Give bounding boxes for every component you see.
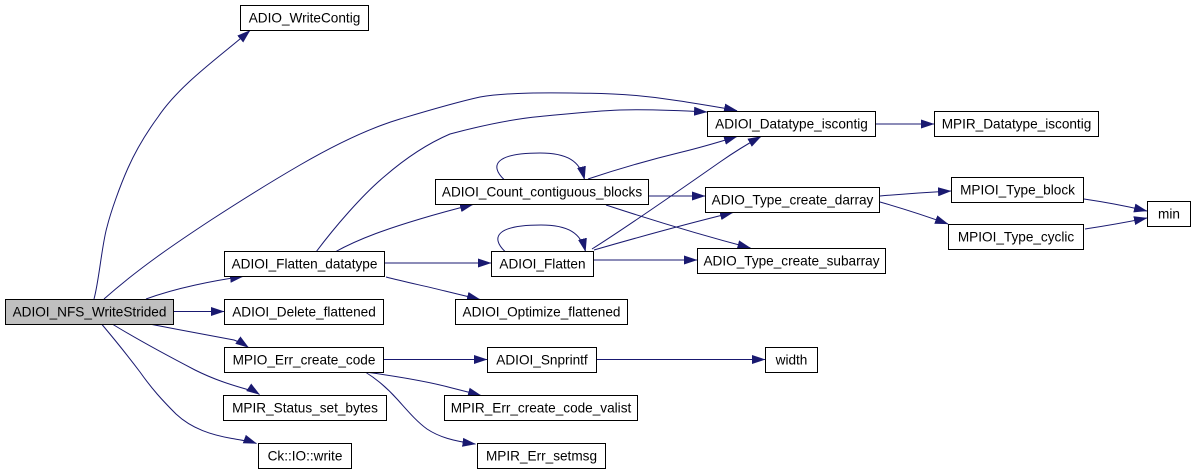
svg-text:ADIOI_Snprintf: ADIOI_Snprintf xyxy=(496,353,588,368)
svg-text:MPIOI_Type_block: MPIOI_Type_block xyxy=(960,183,1075,198)
svg-text:MPIR_Status_set_bytes: MPIR_Status_set_bytes xyxy=(232,401,378,416)
svg-text:ADIO_WriteContig: ADIO_WriteContig xyxy=(249,11,361,26)
svg-text:ADIOI_Optimize_flattened: ADIOI_Optimize_flattened xyxy=(463,305,621,320)
svg-text:ADIOI_NFS_WriteStrided: ADIOI_NFS_WriteStrided xyxy=(13,305,167,320)
svg-text:MPIR_Datatype_iscontig: MPIR_Datatype_iscontig xyxy=(942,117,1092,132)
svg-text:MPIR_Err_setmsg: MPIR_Err_setmsg xyxy=(486,449,597,464)
svg-text:ADIOI_Datatype_iscontig: ADIOI_Datatype_iscontig xyxy=(715,117,868,132)
svg-text:ADIOI_Flatten: ADIOI_Flatten xyxy=(499,257,585,272)
svg-text:MPIO_Err_create_code: MPIO_Err_create_code xyxy=(233,353,376,368)
svg-text:MPIOI_Type_cyclic: MPIOI_Type_cyclic xyxy=(958,230,1075,245)
svg-text:Ck::IO::write: Ck::IO::write xyxy=(268,449,343,464)
svg-text:MPIR_Err_create_code_valist: MPIR_Err_create_code_valist xyxy=(451,401,632,416)
svg-text:min: min xyxy=(1158,207,1180,222)
svg-text:ADIOI_Flatten_datatype: ADIOI_Flatten_datatype xyxy=(232,257,378,272)
svg-text:ADIO_Type_create_darray: ADIO_Type_create_darray xyxy=(712,193,874,208)
svg-text:width: width xyxy=(775,353,808,368)
svg-text:ADIO_Type_create_subarray: ADIO_Type_create_subarray xyxy=(703,254,879,269)
svg-text:ADIOI_Delete_flattened: ADIOI_Delete_flattened xyxy=(232,305,376,320)
svg-text:ADIOI_Count_contiguous_blocks: ADIOI_Count_contiguous_blocks xyxy=(442,185,642,200)
